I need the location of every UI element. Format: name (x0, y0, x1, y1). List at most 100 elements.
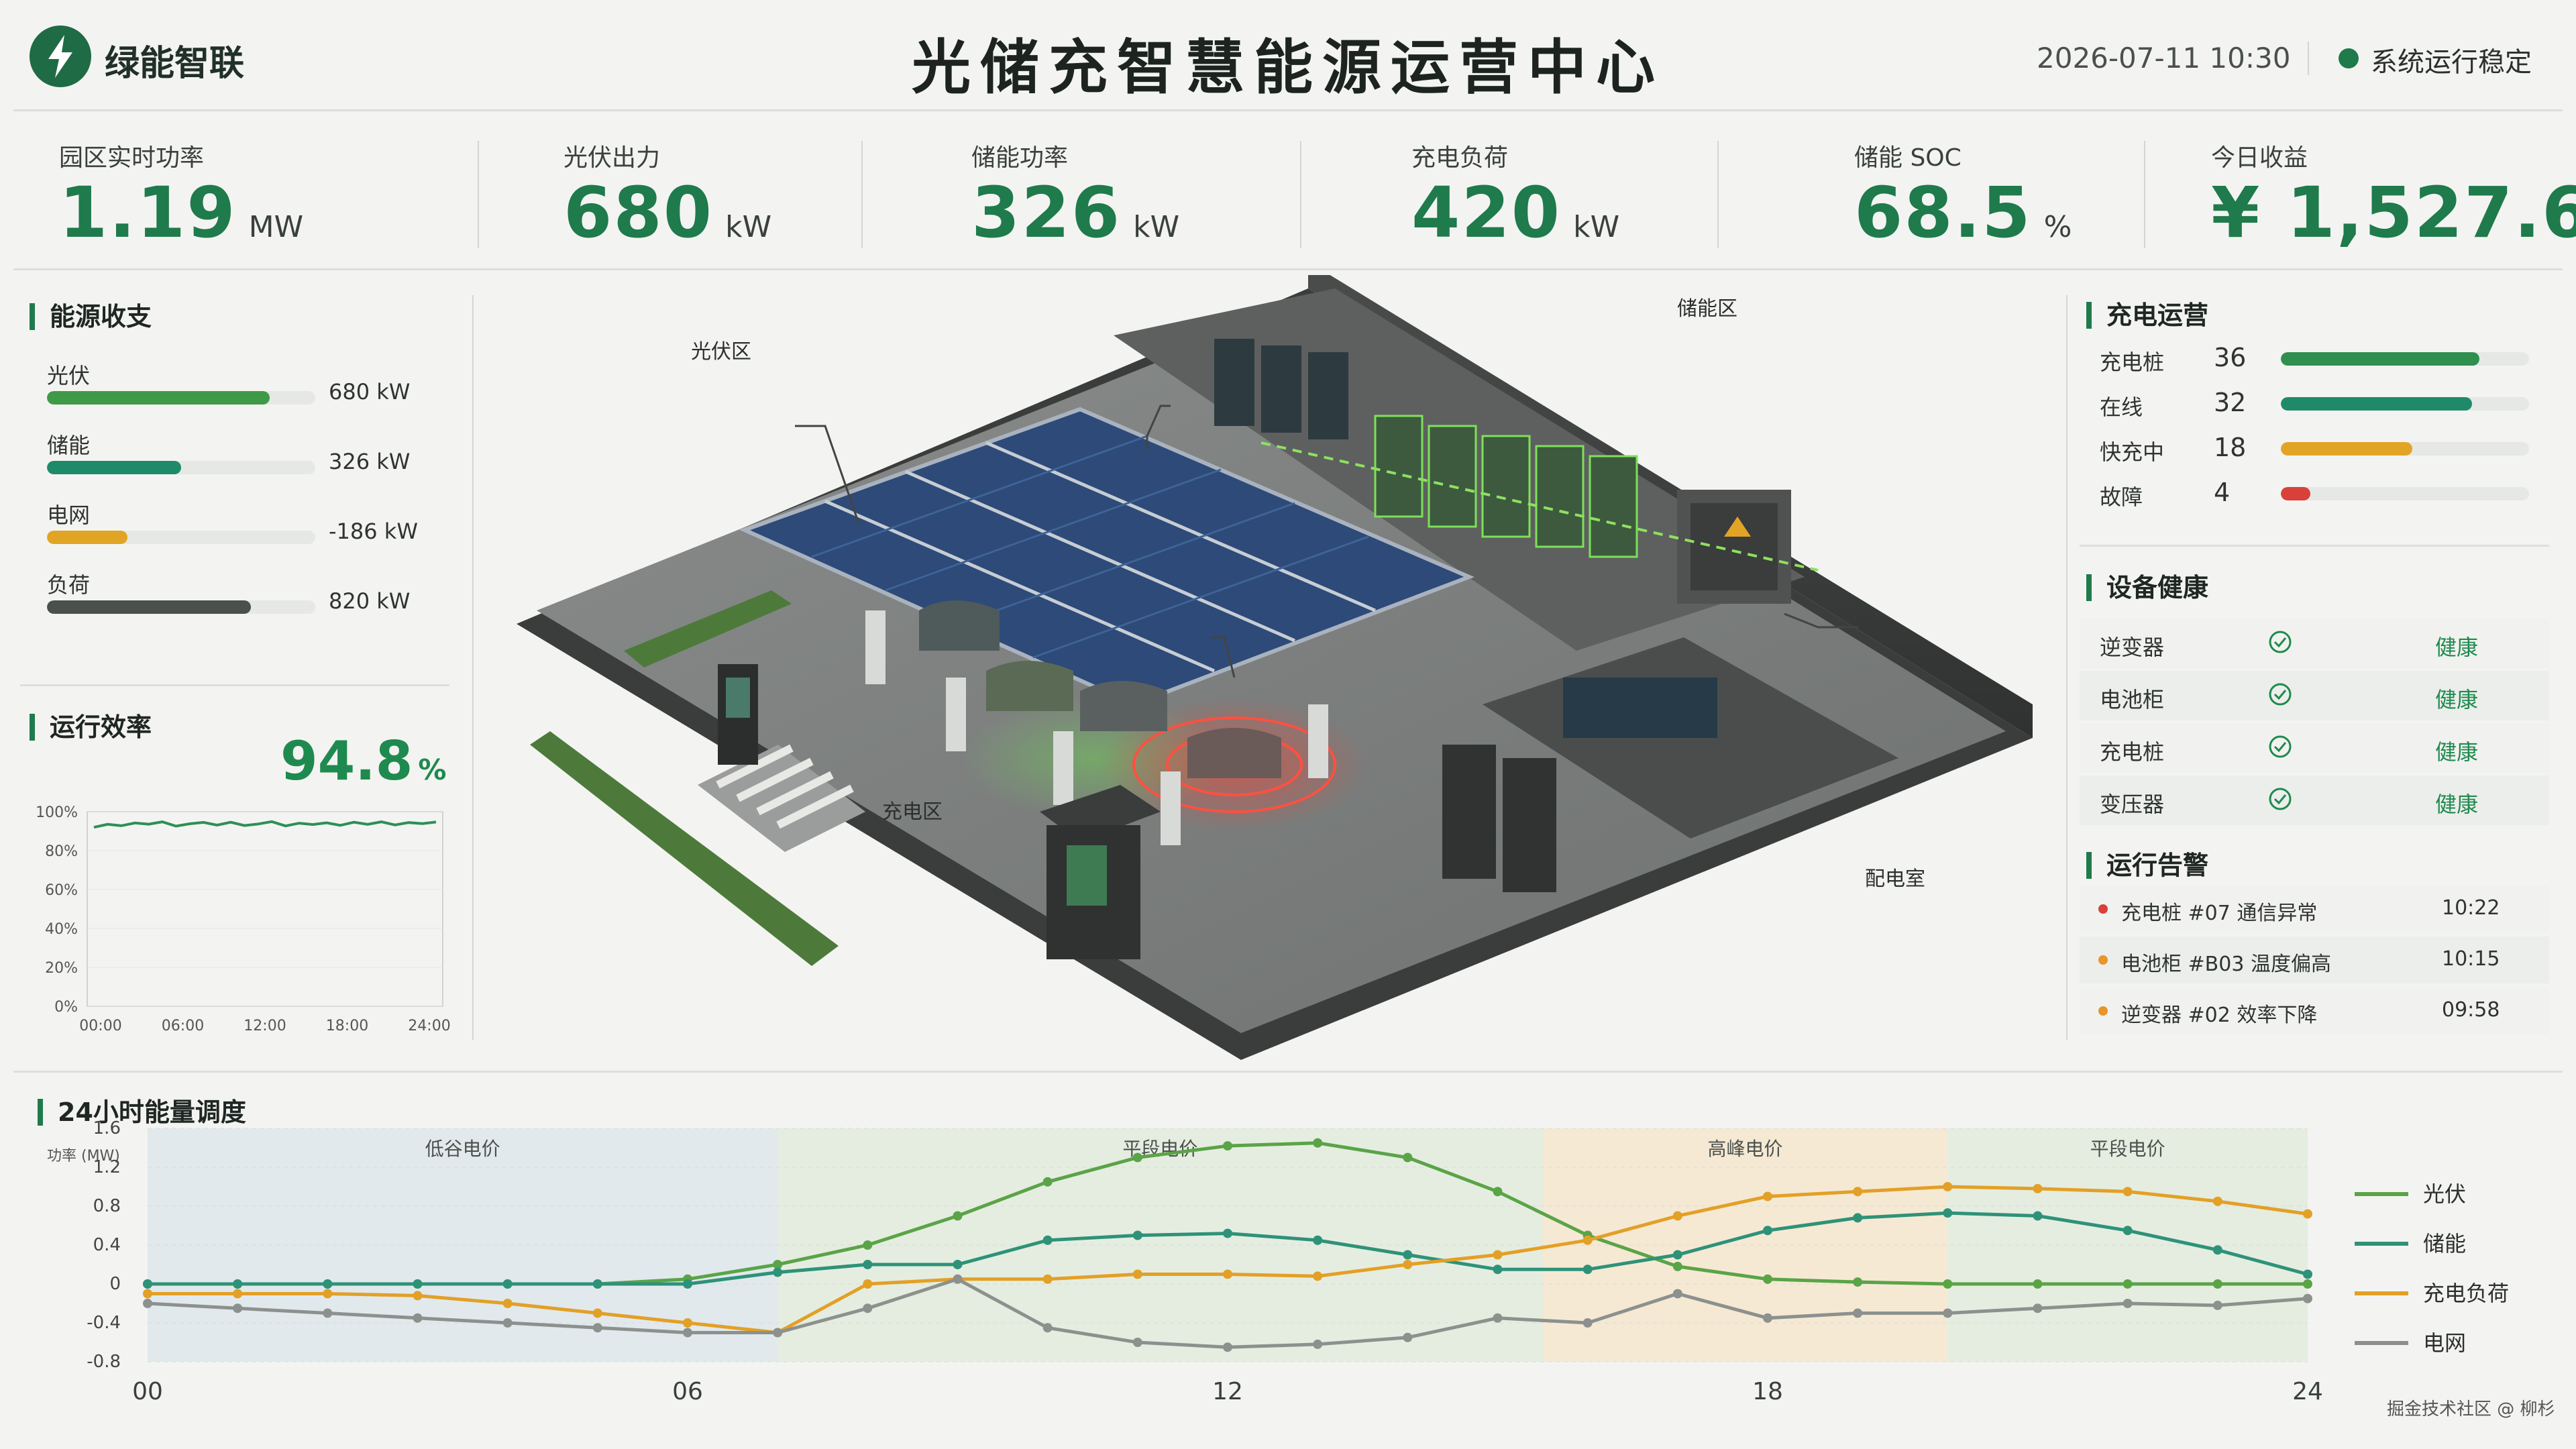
alert-time: 09:58 (2442, 998, 2500, 1022)
y-tick-label: 20% (45, 960, 78, 977)
price-band-label: 低谷电价 (425, 1138, 500, 1160)
data-point (2033, 1183, 2043, 1193)
y-tick-label: 60% (45, 882, 78, 899)
data-point (1493, 1265, 1503, 1275)
charging-row-value: 36 (2214, 343, 2247, 372)
data-point (143, 1279, 152, 1289)
data-point (773, 1267, 783, 1277)
data-point (1403, 1152, 1413, 1163)
data-point (1223, 1269, 1232, 1279)
health-device-label: 变压器 (2100, 792, 2165, 817)
data-point (683, 1328, 692, 1338)
watermark: 掘金技术社区 @ 柳杉 (2387, 1399, 2555, 1419)
data-point (1943, 1182, 1953, 1191)
data-point (1943, 1208, 1953, 1218)
charging-bar-fill (2281, 352, 2479, 366)
data-point (592, 1308, 602, 1318)
data-point (1582, 1265, 1593, 1275)
page-title: 光储充智慧能源运营中心 (911, 33, 1664, 102)
health-device-label: 充电桩 (2100, 739, 2165, 765)
park-3d-scene: 光伏区 储能区 充电区 配电室 (517, 275, 2033, 1060)
kpi-label: 园区实时功率 (59, 144, 205, 172)
energy-bar-fill (47, 531, 127, 544)
health-device-label: 电池柜 (2100, 687, 2165, 712)
efficiency-line (93, 820, 437, 829)
data-point (1943, 1279, 1953, 1289)
data-point (2033, 1303, 2043, 1313)
data-point (1853, 1277, 1863, 1287)
energy-bar-fill (47, 391, 270, 405)
data-point (1313, 1339, 1323, 1349)
charging-bar-track (2281, 352, 2529, 366)
x-tick-label: 18:00 (326, 1018, 368, 1034)
kpi-unit: kW (1133, 210, 1180, 244)
charging-bar-track (2281, 487, 2529, 500)
energy-dispatch-chart: 低谷电价平段电价高峰电价平段电价功率 (MW)1.61.20.80.40-0.4… (47, 1120, 2509, 1405)
health-section-title: 设备健康 (2086, 574, 2208, 601)
efficiency-value: 94.8% (280, 730, 446, 792)
divider (472, 295, 474, 1040)
data-point (1672, 1289, 1682, 1299)
health-status: 健康 (2435, 792, 2479, 817)
device-health-table: 逆变器健康电池柜健康充电桩健康变压器健康 (2080, 619, 2549, 829)
energy-section-title: 能源收支 (30, 303, 152, 330)
battery-cabinets (1214, 339, 1638, 558)
alert-time: 10:22 (2442, 896, 2500, 920)
y-tick-label: 0.4 (93, 1235, 121, 1255)
datetime: 2026-07-11 10:30 (2037, 42, 2291, 74)
y-tick-label: 0% (54, 999, 78, 1016)
charging-row-value: 32 (2214, 388, 2247, 417)
divider (861, 141, 863, 248)
data-point (1763, 1274, 1772, 1284)
data-point (953, 1211, 963, 1221)
data-point (1582, 1235, 1593, 1245)
energy-item-label: 储能 (47, 433, 91, 458)
data-point (773, 1260, 783, 1269)
energy-item-label: 电网 (47, 502, 91, 528)
leader-line (1211, 636, 1236, 678)
alert-dot-icon (2098, 904, 2108, 914)
efficiency-unit: % (418, 753, 447, 786)
energy-item-value: 680 kW (329, 379, 411, 405)
alert-dot-icon (2098, 1006, 2108, 1016)
data-point (413, 1291, 423, 1301)
data-point (1763, 1191, 1772, 1201)
data-point (1042, 1274, 1053, 1284)
y-tick-label: 1.2 (93, 1157, 121, 1177)
health-status: 健康 (2435, 687, 2479, 712)
divider (1300, 141, 1301, 248)
charging-bays (865, 600, 1368, 845)
divider (1717, 141, 1719, 248)
data-point (2123, 1279, 2133, 1289)
kpi-unit: kW (725, 210, 772, 244)
data-point (1672, 1261, 1682, 1271)
health-row: 电池柜 健康 (2080, 671, 2549, 720)
data-point (1042, 1235, 1053, 1245)
data-point (413, 1313, 423, 1323)
data-point (2303, 1293, 2312, 1303)
data-point (1853, 1187, 1863, 1197)
y-tick-label: -0.8 (87, 1352, 121, 1372)
data-point (1132, 1230, 1142, 1240)
crosswalk (698, 744, 865, 852)
data-point (1403, 1332, 1413, 1342)
kpi-number: 326 (971, 172, 1122, 254)
data-point (953, 1274, 963, 1284)
divider (13, 268, 2563, 270)
data-point (773, 1328, 783, 1338)
data-point (863, 1240, 873, 1250)
charging-row-label: 故障 (2100, 484, 2143, 510)
efficiency-number: 94.8 (280, 730, 413, 792)
leader-line (795, 425, 860, 524)
data-point (1132, 1269, 1142, 1279)
data-point (2212, 1245, 2222, 1255)
x-tick-label: 24:00 (408, 1018, 450, 1034)
x-tick-label: 00 (132, 1378, 163, 1405)
data-point (863, 1303, 873, 1313)
